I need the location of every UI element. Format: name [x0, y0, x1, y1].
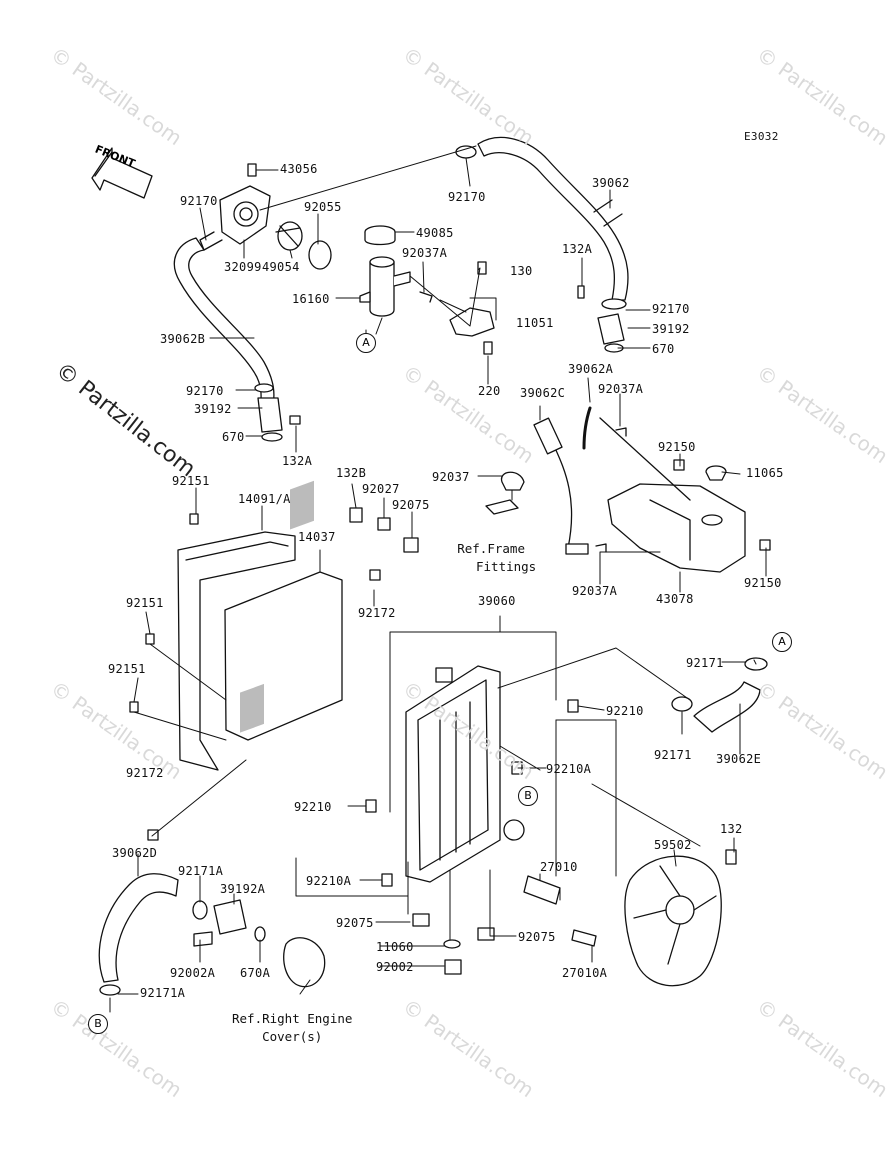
part-label[interactable]: 92171A — [178, 864, 224, 878]
part-label[interactable]: 92002A — [170, 966, 216, 980]
part-label[interactable]: 92055 — [304, 200, 342, 214]
part-label[interactable]: 132A — [282, 454, 313, 468]
part-label[interactable]: 92027 — [362, 482, 400, 496]
part-label[interactable]: 92170 — [652, 302, 690, 316]
part-label[interactable]: 92075 — [392, 498, 430, 512]
hose-39062D — [98, 873, 179, 983]
part-label[interactable]: 92210A — [546, 762, 592, 776]
part-label[interactable]: 92171A — [140, 986, 186, 1000]
part-label[interactable]: 132 — [720, 822, 743, 836]
hose-clamp-parts-left — [254, 383, 301, 442]
radiator-cap-49085 — [364, 225, 396, 246]
part-label[interactable]: 49054 — [262, 260, 300, 274]
part-label[interactable]: 14037 — [298, 530, 336, 544]
hose-39062A — [582, 406, 592, 450]
part-label[interactable]: 32099 — [224, 260, 262, 274]
hose-39062 — [477, 136, 629, 301]
filler-neck-16160 — [359, 256, 411, 317]
part-label[interactable]: 11065 — [746, 466, 784, 480]
part-label[interactable]: 39062A — [568, 362, 614, 376]
fan-59502 — [624, 855, 722, 987]
o-ring-92055 — [308, 240, 332, 270]
reservoir-tank-43078 — [607, 483, 746, 573]
part-label[interactable]: 92037A — [402, 246, 448, 260]
part-label[interactable]: 92037A — [572, 584, 618, 598]
radiator-39060 — [405, 665, 525, 883]
part-label[interactable]: 92150 — [744, 576, 782, 590]
part-label[interactable]: 92151 — [126, 596, 164, 610]
part-label[interactable]: 92170 — [180, 194, 218, 208]
note-line: Ref.Right Engine — [232, 1011, 353, 1026]
note-engine-cover: Ref.Right Engine Cover(s) — [232, 1010, 352, 1046]
note-line: Cover(s) — [262, 1029, 323, 1044]
part-label[interactable]: 92210 — [294, 800, 332, 814]
part-label[interactable]: 132A — [562, 242, 593, 256]
note-line: Fittings — [476, 559, 537, 574]
callout-b[interactable]: B — [88, 1014, 108, 1034]
part-label[interactable]: 39062B — [160, 332, 206, 346]
part-label[interactable]: 11060 — [376, 940, 414, 954]
thermostat-housing-32099 — [199, 185, 271, 251]
part-label[interactable]: 92075 — [336, 916, 374, 930]
part-label[interactable]: 92171 — [654, 748, 692, 762]
part-label[interactable]: 11051 — [516, 316, 554, 330]
part-label[interactable]: 39060 — [478, 594, 516, 608]
part-label[interactable]: 39192 — [652, 322, 690, 336]
part-label[interactable]: 92210 — [606, 704, 644, 718]
hose-clamp-parts-right — [577, 285, 627, 353]
part-label[interactable]: 132B — [336, 466, 367, 480]
part-label[interactable]: 92037 — [432, 470, 470, 484]
part-label[interactable]: 43056 — [280, 162, 318, 176]
part-label[interactable]: 59502 — [654, 838, 692, 852]
part-label[interactable]: 39062D — [112, 846, 158, 860]
part-label[interactable]: 16160 — [292, 292, 330, 306]
part-label[interactable]: 39062E — [716, 752, 762, 766]
note-line: Ref.Frame — [457, 541, 525, 556]
part-label[interactable]: 92075 — [518, 930, 556, 944]
bracket-11051 — [449, 307, 495, 337]
part-label[interactable]: 92150 — [658, 440, 696, 454]
part-label[interactable]: 43078 — [656, 592, 694, 606]
part-label[interactable]: 220 — [478, 384, 501, 398]
leader-lines — [109, 145, 767, 1013]
clamp-92170-top — [455, 145, 477, 159]
frame-fitting-clip-92037 — [485, 471, 525, 515]
part-label[interactable]: 92172 — [358, 606, 396, 620]
part-label[interactable]: 27010A — [562, 966, 608, 980]
part-label[interactable]: 92151 — [172, 474, 210, 488]
front-arrow-icon — [91, 147, 153, 199]
part-label[interactable]: 670 — [652, 342, 675, 356]
part-label[interactable]: 39062C — [520, 386, 566, 400]
part-label[interactable]: 92037A — [598, 382, 644, 396]
engine-parts-lower-left — [99, 899, 326, 996]
part-label[interactable]: 670A — [240, 966, 271, 980]
callout-b[interactable]: B — [518, 786, 538, 806]
part-label[interactable]: 92170 — [448, 190, 486, 204]
part-label[interactable]: 27010 — [540, 860, 578, 874]
part-label[interactable]: 14091/A — [238, 492, 291, 506]
part-label[interactable]: 39062 — [592, 176, 630, 190]
part-label[interactable]: 39192 — [194, 402, 232, 416]
callout-a[interactable]: A — [356, 333, 376, 353]
part-label[interactable]: 92002 — [376, 960, 414, 974]
hose-39062C — [554, 447, 573, 549]
thermostat-49054 — [275, 221, 303, 251]
part-label[interactable]: 130 — [510, 264, 533, 278]
radiator-shroud-14091A — [177, 531, 296, 771]
part-label[interactable]: 92171 — [686, 656, 724, 670]
part-label[interactable]: 670 — [222, 430, 245, 444]
part-label[interactable]: 92210A — [306, 874, 352, 888]
diagram-code: E3032 — [744, 130, 779, 143]
part-label[interactable]: 92170 — [186, 384, 224, 398]
part-label[interactable]: 49085 — [416, 226, 454, 240]
part-label[interactable]: 39192A — [220, 882, 266, 896]
part-label[interactable]: 92172 — [126, 766, 164, 780]
reservoir-cap-11065 — [705, 465, 727, 481]
note-frame-fittings: Ref.Frame Fittings — [446, 540, 536, 576]
callout-a[interactable]: A — [772, 632, 792, 652]
radiator-screen-14037 — [224, 480, 343, 741]
part-label[interactable]: 92151 — [108, 662, 146, 676]
